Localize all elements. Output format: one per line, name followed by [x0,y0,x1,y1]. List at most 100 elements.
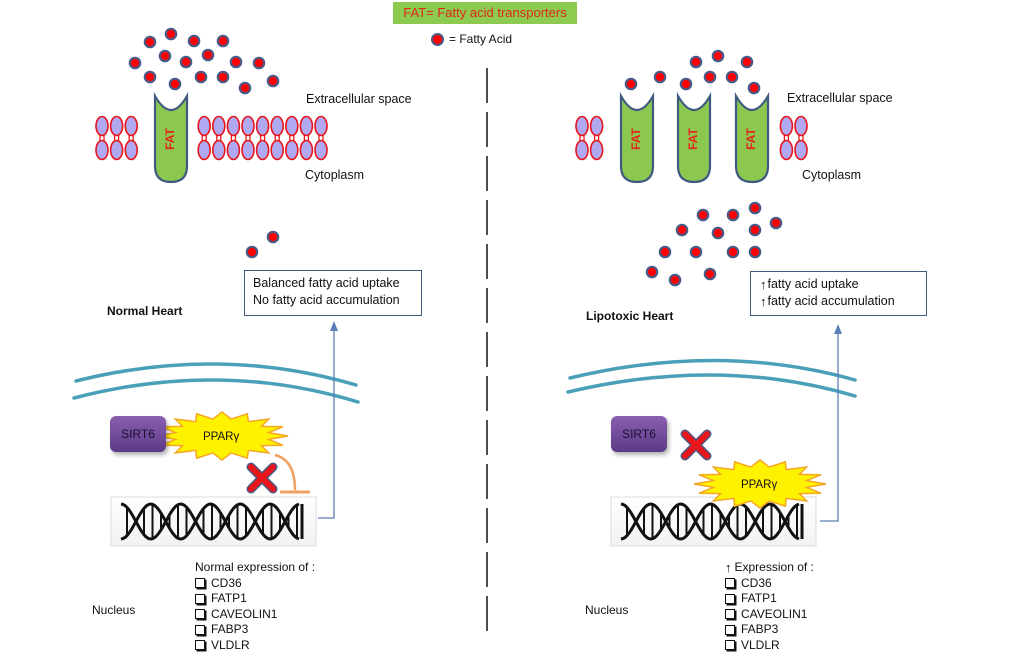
checkbox-icon [195,609,205,620]
fatty-acid-dot [179,55,193,69]
right-sirt6-box: SIRT6 [611,416,667,452]
lipid-head [575,115,589,137]
legend-fat-label: FAT= Fatty acid transporters [393,2,577,24]
fatty-acid-dot [689,245,703,259]
lipid-head [779,139,794,161]
fatty-acid-dot [748,245,762,259]
lipid-head [255,115,270,137]
fatty-acid-dot [229,55,243,69]
checkbox-icon [195,578,205,589]
left-gene-list: Normal expression of : CD36 FATP1 CAVEOL… [195,560,315,653]
checkbox-icon [195,640,205,651]
lipid-head [226,115,241,137]
left-outcome-line: Balanced fatty acid uptake [253,276,400,290]
lipid-head [589,139,604,161]
fatty-acid-dot [740,55,754,69]
fatty-acid-dot [143,70,157,84]
right-ppar-gamma-star [693,459,827,509]
lipid-head [255,139,270,161]
fatty-acid-dot [703,70,717,84]
right-cytoplasm-label: Cytoplasm [802,168,862,182]
right-signal-arrow [820,324,842,522]
up-arrow-icon: ↑ [725,560,732,575]
fatty-acid-dot [143,35,157,49]
gene-label: FATP1 [211,591,247,605]
right-panel-title: Lipotoxic Heart [586,309,674,323]
dna-strand [620,502,800,541]
fatty-acids [128,27,783,287]
lipid-head [299,115,314,137]
lipid-head [226,139,241,161]
gene-item: CD36 [725,576,814,592]
up-arrow-icon: ↑ [760,277,767,292]
left-nuclear-envelope [72,362,360,404]
fat-transporter [734,91,770,184]
lipid-head [241,139,255,161]
left-cytoplasm-label: Cytoplasm [305,168,365,182]
gene-item: VLDLR [725,638,814,654]
fatty-acid-dot [748,223,762,237]
right-expression-heading-row: ↑Expression of : [725,560,814,576]
fatty-acid-dot [238,81,252,95]
gene-label: CAVEOLIN1 [741,606,808,621]
fatty-acid-dot [668,273,682,287]
fatty-acid-dot [747,81,761,95]
fatty-acid-dot [266,74,280,88]
lipid-head [197,139,211,161]
lipid-head [794,115,808,137]
left-sirt6-box: SIRT6 [110,416,166,452]
fatty-acid-dot [194,70,208,84]
gene-label: CD36 [211,575,242,590]
lipid-head [124,139,138,161]
fatty-acid-dot [245,245,259,259]
lipid-head [212,115,226,137]
right-outcome-line: ↑fatty acid accumulation [760,293,918,310]
gene-label: VLDLR [211,637,250,652]
gene-label: FABP3 [211,622,249,636]
checkbox-icon [195,624,205,635]
lipid-head [109,115,124,137]
right-extracellular-label: Extracellular space [787,91,893,105]
fatty-acid-dot [748,201,762,215]
fatty-acid-dot [158,49,172,63]
checkbox-icon [195,593,205,604]
checkbox-icon [725,578,735,589]
fatty-acid-dot [164,27,178,41]
fatty-acid-dot [658,245,672,259]
gene-label: CD36 [741,575,772,590]
fatty-acid-dot [675,223,689,237]
right-nuclear-envelope [566,358,857,398]
fatty-acid-icon [431,32,444,46]
right-outcome-box: ↑fatty acid uptake ↑fatty acid accumulat… [750,271,927,316]
left-ppar-label: PPARγ [203,431,240,443]
x-stroke [682,431,710,459]
lipid-head [212,139,226,161]
lipid-head [284,139,299,161]
gene-item: CAVEOLIN1 [725,607,814,623]
fatty-acid-dot [711,49,725,63]
gene-label: FABP3 [741,622,779,636]
dna-strand [620,502,800,541]
lipid-head [794,139,808,161]
fat-transporter [153,91,189,184]
fatty-acid-dot [128,56,142,70]
fatty-acid-dot [769,216,783,230]
gene-item: FABP3 [725,622,814,638]
legend-fatty-acid: = Fatty Acid [431,32,512,46]
fatty-acid-dot [703,267,717,281]
legend-fatty-acid-label: = Fatty Acid [449,32,513,46]
fatty-acid-dot [726,245,740,259]
fat-transporter [619,91,655,184]
lipid-head [314,115,328,137]
right-outcome-text: fatty acid accumulation [767,294,895,308]
x-stroke [248,464,276,492]
fatty-acid-dot [168,77,182,91]
up-arrow-icon: ↑ [760,294,767,309]
lipid-head [779,115,794,137]
left-dna-helix-icon [110,496,317,547]
fatty-acid-dot [624,77,638,91]
checkbox-icon [725,624,735,635]
left-cell-membrane: FAT [95,91,328,184]
left-panel-title: Normal Heart [107,304,183,318]
